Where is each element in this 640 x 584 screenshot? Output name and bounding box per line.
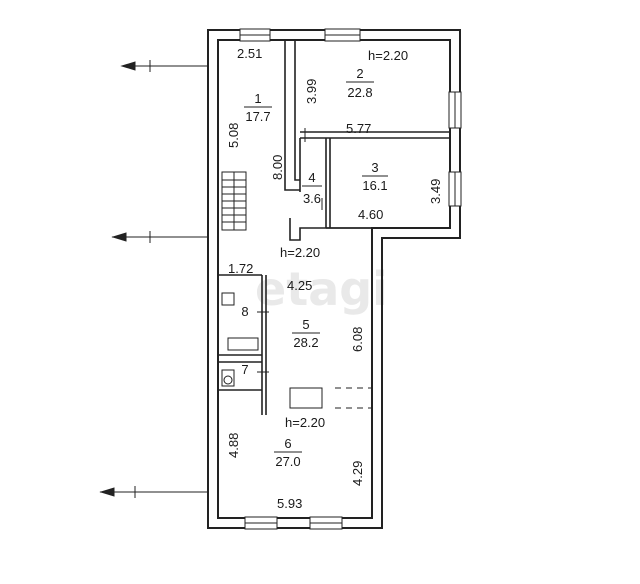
dim-6-08: 6.08 [350,327,365,352]
dim-2-51: 2.51 [237,46,262,61]
sanitary-fixtures [221,292,259,387]
room-labels: 1 17.7 2 22.8 3 16.1 4 3.6 5 28.2 6 27.0… [241,66,388,469]
dim-4-60: 4.60 [358,207,383,222]
height-hall: h=2.20 [280,245,320,260]
room-6-number: 6 [284,436,291,451]
room-2-area: 22.8 [347,85,372,100]
dim-4-29: 4.29 [350,461,365,486]
room-5-area: 28.2 [293,335,318,350]
dim-1-72: 1.72 [228,261,253,276]
room-4-area: 3.6 [303,191,321,206]
room-5-number: 5 [302,317,309,332]
room-1-area: 17.7 [245,109,270,124]
staircase [221,171,247,231]
entrance-arrows [99,60,208,498]
room-6-area: 27.0 [275,454,300,469]
dim-5-77: 5.77 [346,121,371,136]
dim-3-99: 3.99 [304,79,319,104]
watermark: etagi [255,262,388,316]
ceiling-heights: h=2.20 h=2.20 h=2.20 [280,48,408,430]
horizontal-dimensions: 2.51 5.77 4.60 1.72 4.25 5.93 [228,46,383,511]
height-room-2: h=2.20 [368,48,408,63]
room-4-number: 4 [308,170,315,185]
dim-5-08: 5.08 [226,123,241,148]
room-1-number: 1 [254,91,261,106]
room-3-area: 16.1 [362,178,387,193]
door-ticks [257,128,323,373]
windows [239,28,462,530]
height-room-6: h=2.20 [285,415,325,430]
dim-4-25: 4.25 [287,278,312,293]
dim-5-93: 5.93 [277,496,302,511]
floor-hatch [289,387,372,409]
vertical-dimensions: 3.99 5.08 8.00 3.49 6.08 4.88 4.29 [226,79,443,486]
interior-walls [218,40,450,415]
room-3-number: 3 [371,160,378,175]
room-8-number: 8 [241,304,248,319]
dim-4-88: 4.88 [226,433,241,458]
room-7-number: 7 [241,362,248,377]
dim-3-49: 3.49 [428,179,443,204]
room-2-number: 2 [356,66,363,81]
dim-8-00: 8.00 [270,155,285,180]
